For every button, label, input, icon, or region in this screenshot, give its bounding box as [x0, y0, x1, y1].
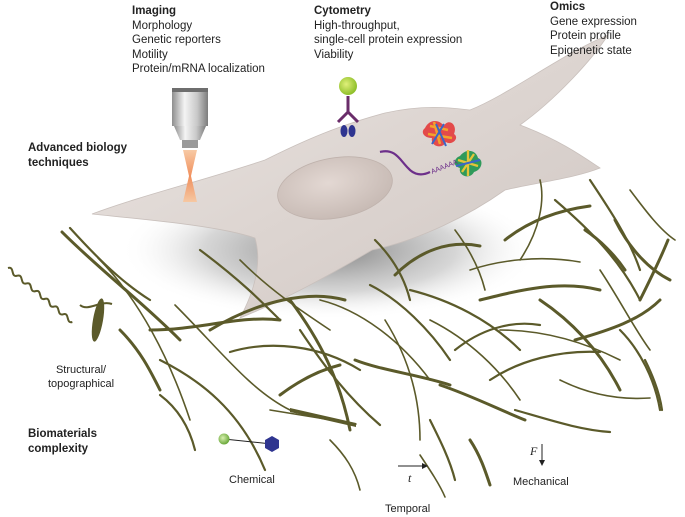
mrna-strand: [379, 150, 431, 176]
omics-item: Epigenetic state: [550, 44, 632, 57]
structural-label: Structural/ topographical: [48, 364, 114, 391]
fiber-strand: [519, 179, 543, 261]
fiber-strand: [208, 294, 347, 332]
fiber-strand: [419, 454, 446, 498]
fiber-strand: [583, 228, 627, 272]
fiber-strand: [643, 358, 664, 412]
imaging-title: Imaging: [132, 5, 177, 17]
cell-nucleus: [277, 156, 393, 220]
fiber-strand: [503, 204, 592, 242]
cytometry-item: Viability: [314, 48, 354, 61]
imaging-item: Protein/mRNA localization: [132, 63, 265, 75]
fiber-strand: [158, 358, 267, 472]
fiber-mesh: [60, 178, 676, 498]
chemical-molecule-icon: [218, 433, 279, 452]
chemical-label: Chemical: [229, 474, 275, 486]
fiber-strand: [454, 229, 486, 291]
fiber-strand: [288, 298, 352, 432]
spindle-fiber: [91, 298, 105, 342]
fiber-strand: [478, 284, 602, 302]
advanced-biology-line: techniques: [28, 157, 89, 169]
fiber-strand: [429, 319, 521, 401]
fiber-strand: [118, 328, 162, 392]
fiber-strand: [408, 288, 522, 352]
fiber-strand: [513, 408, 612, 434]
fiber-strand: [488, 350, 602, 382]
omics-title: Omics: [550, 1, 586, 13]
fiber-ribbon: [290, 408, 356, 427]
omics-item: Gene expression: [550, 15, 637, 28]
fiber-strand: [599, 269, 651, 351]
force-arrow-icon: [539, 444, 545, 466]
biomaterials-line: complexity: [28, 443, 89, 455]
fiber-strand: [629, 189, 676, 241]
imaging-item: Motility: [132, 48, 168, 61]
fiber-strand: [453, 322, 542, 352]
cytometry-block: Cytometry High-throughput, single-cell p…: [314, 4, 462, 62]
biomaterials-line: Biomaterials: [28, 428, 98, 440]
fiber-strand: [428, 418, 457, 482]
short-fiber-strand: [79, 302, 113, 309]
fiber-strand: [438, 383, 527, 422]
fiber-strand: [613, 218, 672, 282]
temporal-arrow-icon: [398, 463, 428, 469]
imaging-item: Morphology: [132, 19, 193, 32]
structural-line: Structural/: [55, 364, 107, 376]
fiber-strand: [298, 328, 382, 427]
fiber-strand: [469, 257, 581, 271]
microscope-objective-icon: [172, 88, 208, 202]
fiber-strand: [384, 319, 421, 441]
advanced-biology-label: Advanced biology techniques: [28, 141, 127, 171]
cytometry-title: Cytometry: [314, 5, 371, 17]
advanced-biology-line: Advanced biology: [28, 142, 128, 154]
fiber-strand: [393, 242, 482, 277]
fiber-strand: [198, 248, 282, 322]
structural-line: topographical: [48, 377, 115, 390]
cytometry-item: single-cell protein expression: [314, 34, 463, 46]
biomaterials-label: Biomaterials complexity: [28, 427, 97, 457]
fiber-strand: [239, 259, 331, 331]
fiber-strand: [499, 329, 621, 361]
imaging-item: Genetic reporters: [132, 34, 221, 46]
fiber-strand: [373, 238, 412, 302]
fiber-strand: [228, 344, 362, 372]
fiber-strand: [618, 328, 662, 412]
fiber-strand: [368, 283, 452, 362]
force-symbol: F: [530, 444, 538, 458]
cytometry-item: High-throughput,: [314, 19, 400, 32]
imaging-block: Imaging Morphology Genetic reporters Mot…: [132, 4, 265, 77]
fiber-strand: [97, 257, 191, 421]
fiber-strand: [158, 393, 197, 452]
mechanical-label: Mechanical: [513, 476, 569, 488]
fiber-strand: [329, 439, 361, 491]
fiber-strand: [638, 238, 670, 302]
protein-structure-icon: [422, 121, 482, 177]
fiber-strand: [174, 304, 291, 411]
antibody-icon: [336, 77, 360, 137]
temporal-label: Temporal: [385, 503, 431, 515]
fiber-strand: [353, 358, 452, 387]
fiber-strand: [60, 230, 182, 342]
fiber-strand: [559, 379, 651, 400]
omics-block: Omics Gene expression Protein profile Ep…: [550, 0, 637, 58]
fiber-strand: [538, 298, 622, 392]
fiber-strand: [573, 298, 662, 342]
fiber-strand: [278, 363, 342, 397]
omics-item: Protein profile: [550, 30, 621, 42]
helical-fiber: [7, 266, 73, 324]
time-symbol: t: [408, 471, 412, 485]
fiber-strand: [148, 317, 282, 332]
fiber-strand: [468, 438, 492, 487]
fiber-strand: [319, 299, 431, 381]
